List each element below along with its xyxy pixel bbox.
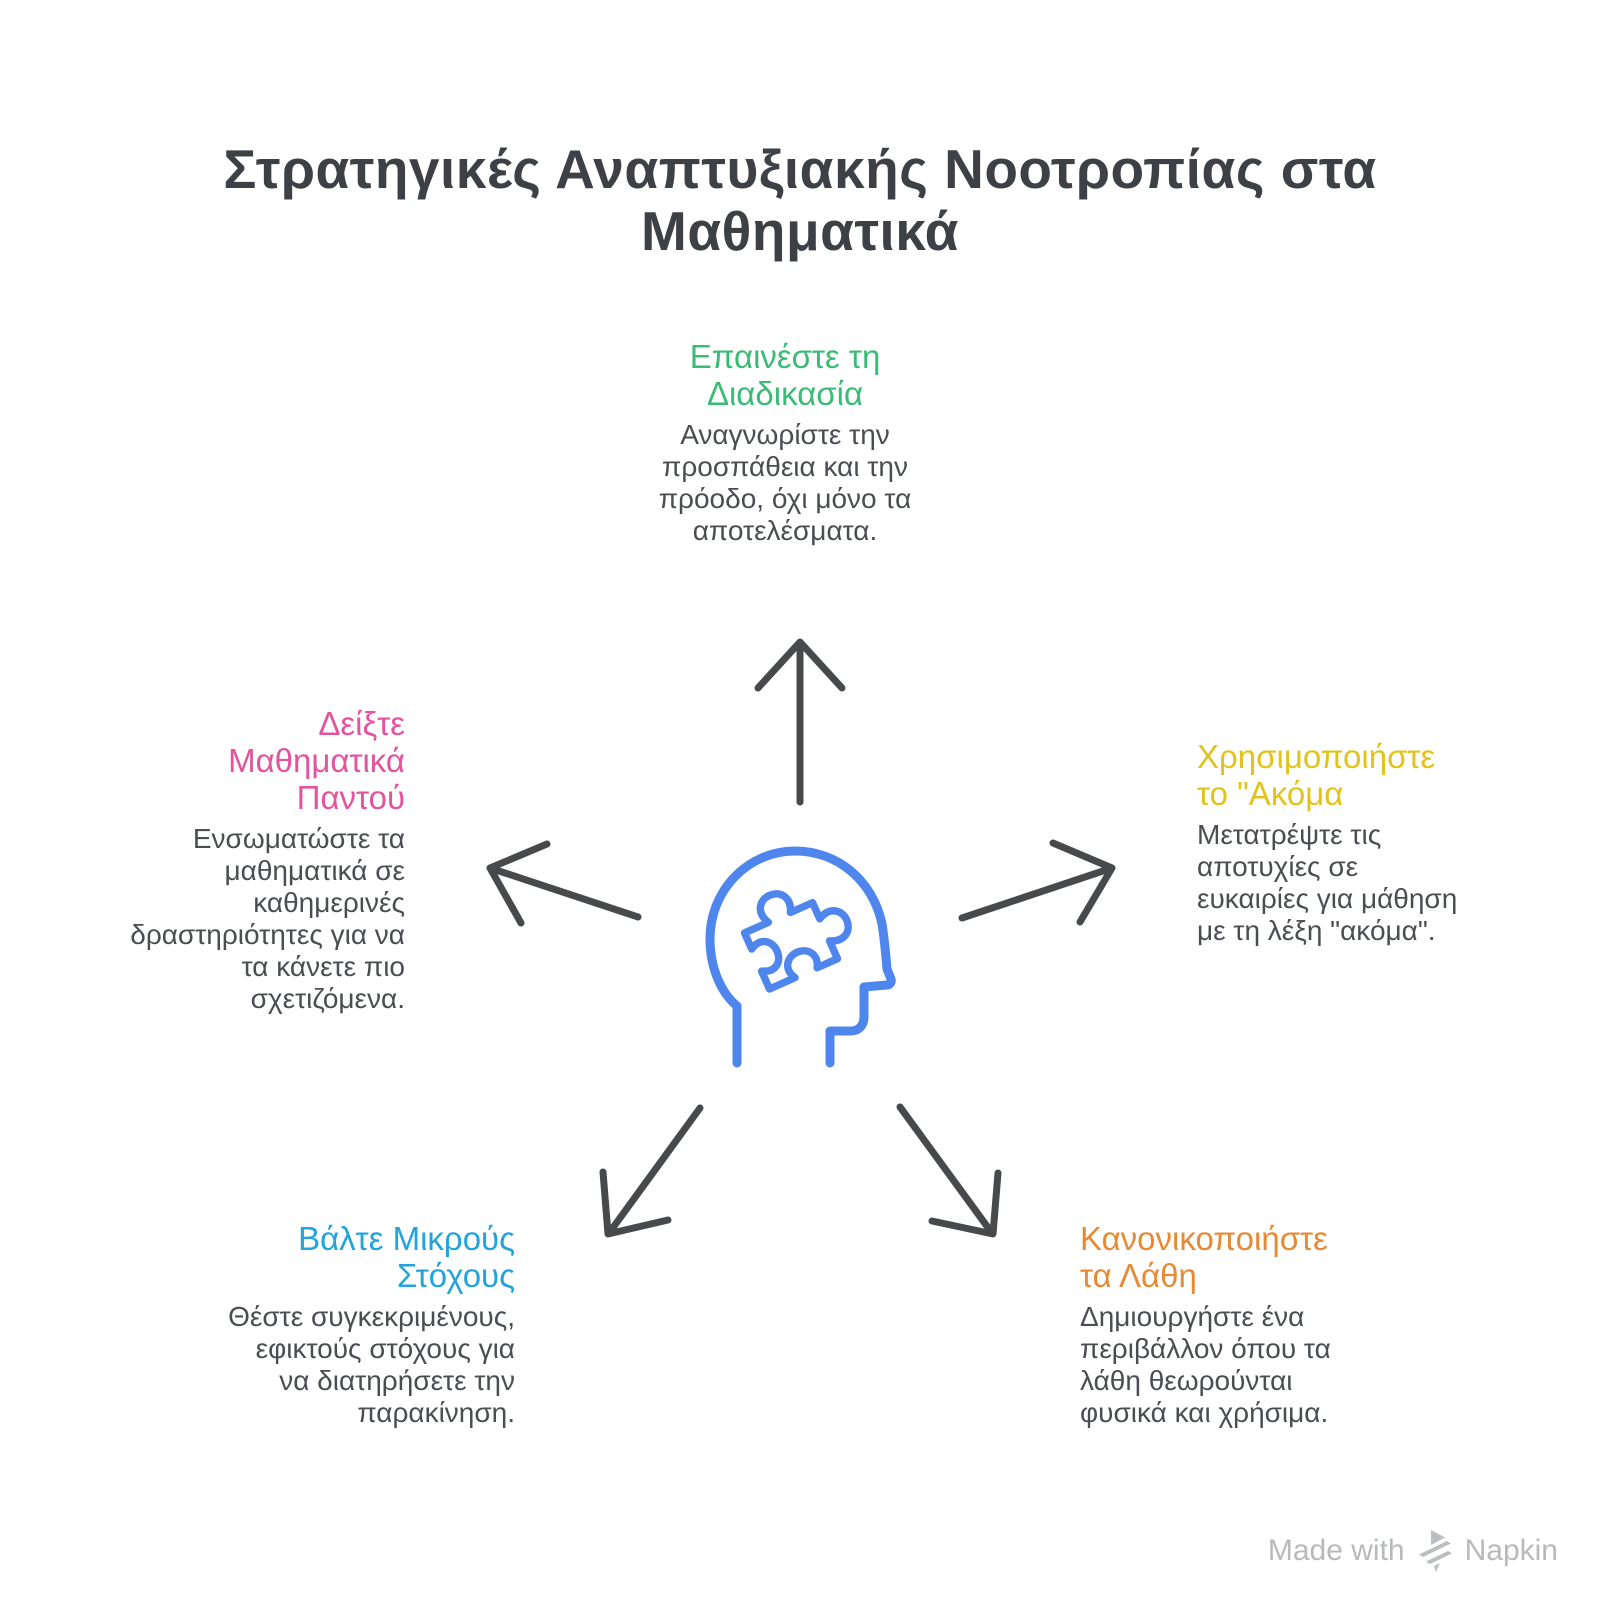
head-puzzle-icon [705, 846, 896, 1068]
section-body: Μετατρέψτε τις αποτυχίες σε ευκαιρίες γι… [1197, 819, 1458, 946]
section-heading: Βάλτε Μικρούς Στόχους [298, 1220, 515, 1294]
section-show-math-everywhere: Δείξτε Μαθηματικά Παντού Ενσωματώστε τα … [113, 705, 405, 1015]
arrow-down-left-icon [599, 1104, 704, 1238]
arrow-right-icon [958, 839, 1116, 926]
section-use-yet: Χρησιμοποιήστε το "Ακόμα Μετατρέψτε τις … [1197, 738, 1462, 947]
page-title: Στρατηγικές Αναπτυξιακής Νοοτροπίας στα … [223, 138, 1377, 262]
section-heading: Επαινέστε τη Διαδικασία [689, 338, 881, 412]
made-with-label: Made with [1267, 1534, 1405, 1567]
section-heading: Κανονικοποιήστε τα Λάθη [1080, 1220, 1328, 1294]
arrow-down-right-icon [896, 1103, 1002, 1238]
section-heading: Χρησιμοποιήστε το "Ακόμα [1197, 738, 1436, 812]
section-small-goals: Βάλτε Μικρούς Στόχους Θέστε συγκεκριμένο… [223, 1220, 515, 1429]
made-with-napkin-badge: Made with Napkin [1268, 1530, 1558, 1572]
section-normalize-mistakes: Κανονικοποιήστε τα Λάθη Δημιουργήστε ένα… [1080, 1220, 1372, 1429]
section-body: Δημιουργήστε ένα περιβάλλον όπου τα λάθη… [1080, 1301, 1331, 1428]
arrow-left-icon [486, 840, 642, 927]
section-body: Ενσωματώστε τα μαθηματικά σε καθημερινές… [130, 823, 405, 1014]
section-heading: Δείξτε Μαθηματικά Παντού [228, 705, 405, 816]
napkin-logo-icon [1418, 1530, 1452, 1572]
napkin-brand-label: Napkin [1464, 1534, 1558, 1567]
arrow-up-icon [754, 638, 846, 806]
section-praise-process: Επαινέστε τη Διαδικασία Αναγνωρίστε την … [635, 338, 935, 547]
section-body: Αναγνωρίστε την προσπάθεια και την πρόοδ… [658, 419, 912, 546]
section-body: Θέστε συγκεκριμένους, εφικτούς στόχους γ… [228, 1301, 515, 1428]
